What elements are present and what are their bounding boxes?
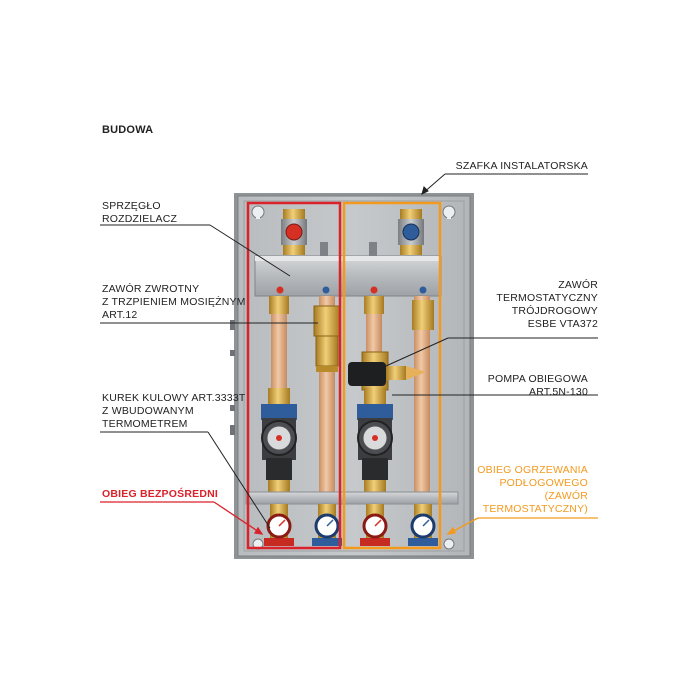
floor-circuit-frame <box>342 201 442 550</box>
small-fittings <box>320 242 377 256</box>
ball-valve-icon <box>408 504 438 546</box>
label-line: ART.12 <box>102 309 138 321</box>
label-line: ZAWÓR ZWROTNY <box>102 283 200 295</box>
label-line: Z WBUDOWANYM <box>102 405 194 417</box>
three-way-thermostatic-valve <box>348 351 426 391</box>
circuit-pointers <box>100 501 598 535</box>
label-ball-valve: KUREK KULOWY ART.3333T Z WBUDOWANYM TERM… <box>102 392 245 431</box>
page-title: BUDOWA <box>102 124 154 136</box>
pump-icon <box>357 388 393 496</box>
label-line: ROZDZIELACZ <box>102 213 178 225</box>
supply-valve-right <box>398 209 424 255</box>
label-line: ZAWÓR <box>558 279 598 291</box>
label-line: PODŁOGOWEGO <box>499 477 588 489</box>
label-floor-circuit: OBIEG OGRZEWANIA PODŁOGOWEGO (ZAWÓR TERM… <box>477 464 588 516</box>
label-line: (ZAWÓR <box>544 490 588 502</box>
label-line: TERMOSTATYCZNY <box>496 292 598 304</box>
label-line: Z TRZPIENIEM MOSIĘŻNYM <box>102 296 246 308</box>
bottom-rail <box>245 491 459 505</box>
pump-icon <box>261 388 297 496</box>
label-line: KUREK KULOWY ART.3333T <box>102 392 246 404</box>
label-line: ESBE VTA372 <box>527 318 598 330</box>
check-valve <box>313 305 341 372</box>
supply-valve-left <box>281 209 307 255</box>
label-line: SPRZĘGŁO <box>102 200 161 212</box>
copper-pipes <box>269 296 434 496</box>
leader-lines <box>100 173 598 529</box>
label-coupling-distributor: SPRZĘGŁO ROZDZIELACZ <box>102 200 177 226</box>
ball-valve-icon <box>360 504 390 546</box>
direct-circuit-frame <box>246 201 342 550</box>
label-line: OBIEG BEZPOŚREDNI <box>102 488 218 500</box>
mounting-hole-icon <box>251 205 456 550</box>
coupling-distributor <box>254 255 442 297</box>
label-line: TERMOSTATYCZNY) <box>482 503 588 515</box>
label-check-valve: ZAWÓR ZWROTNY Z TRZPIENIEM MOSIĘŻNYM ART… <box>102 283 246 322</box>
label-line: POMPA OBIEGOWA <box>487 373 588 385</box>
label-cabinet: SZAFKA INSTALATORSKA <box>456 160 588 173</box>
label-line: ART.5N-130 <box>528 386 588 398</box>
ball-valve-icon <box>264 504 294 546</box>
label-three-way-valve: ZAWÓR TERMOSTATYCZNY TRÓJDROGOWY ESBE VT… <box>496 279 598 331</box>
ball-valve-icon <box>312 504 342 546</box>
label-line: OBIEG OGRZEWANIA <box>477 464 588 476</box>
label-line: SZAFKA INSTALATORSKA <box>455 160 588 172</box>
label-line: TERMOMETREM <box>102 418 188 430</box>
label-pump: POMPA OBIEGOWA ART.5N-130 <box>488 373 588 399</box>
label-direct-circuit: OBIEG BEZPOŚREDNI <box>102 488 218 501</box>
label-line: TRÓJDROGOWY <box>511 305 598 317</box>
